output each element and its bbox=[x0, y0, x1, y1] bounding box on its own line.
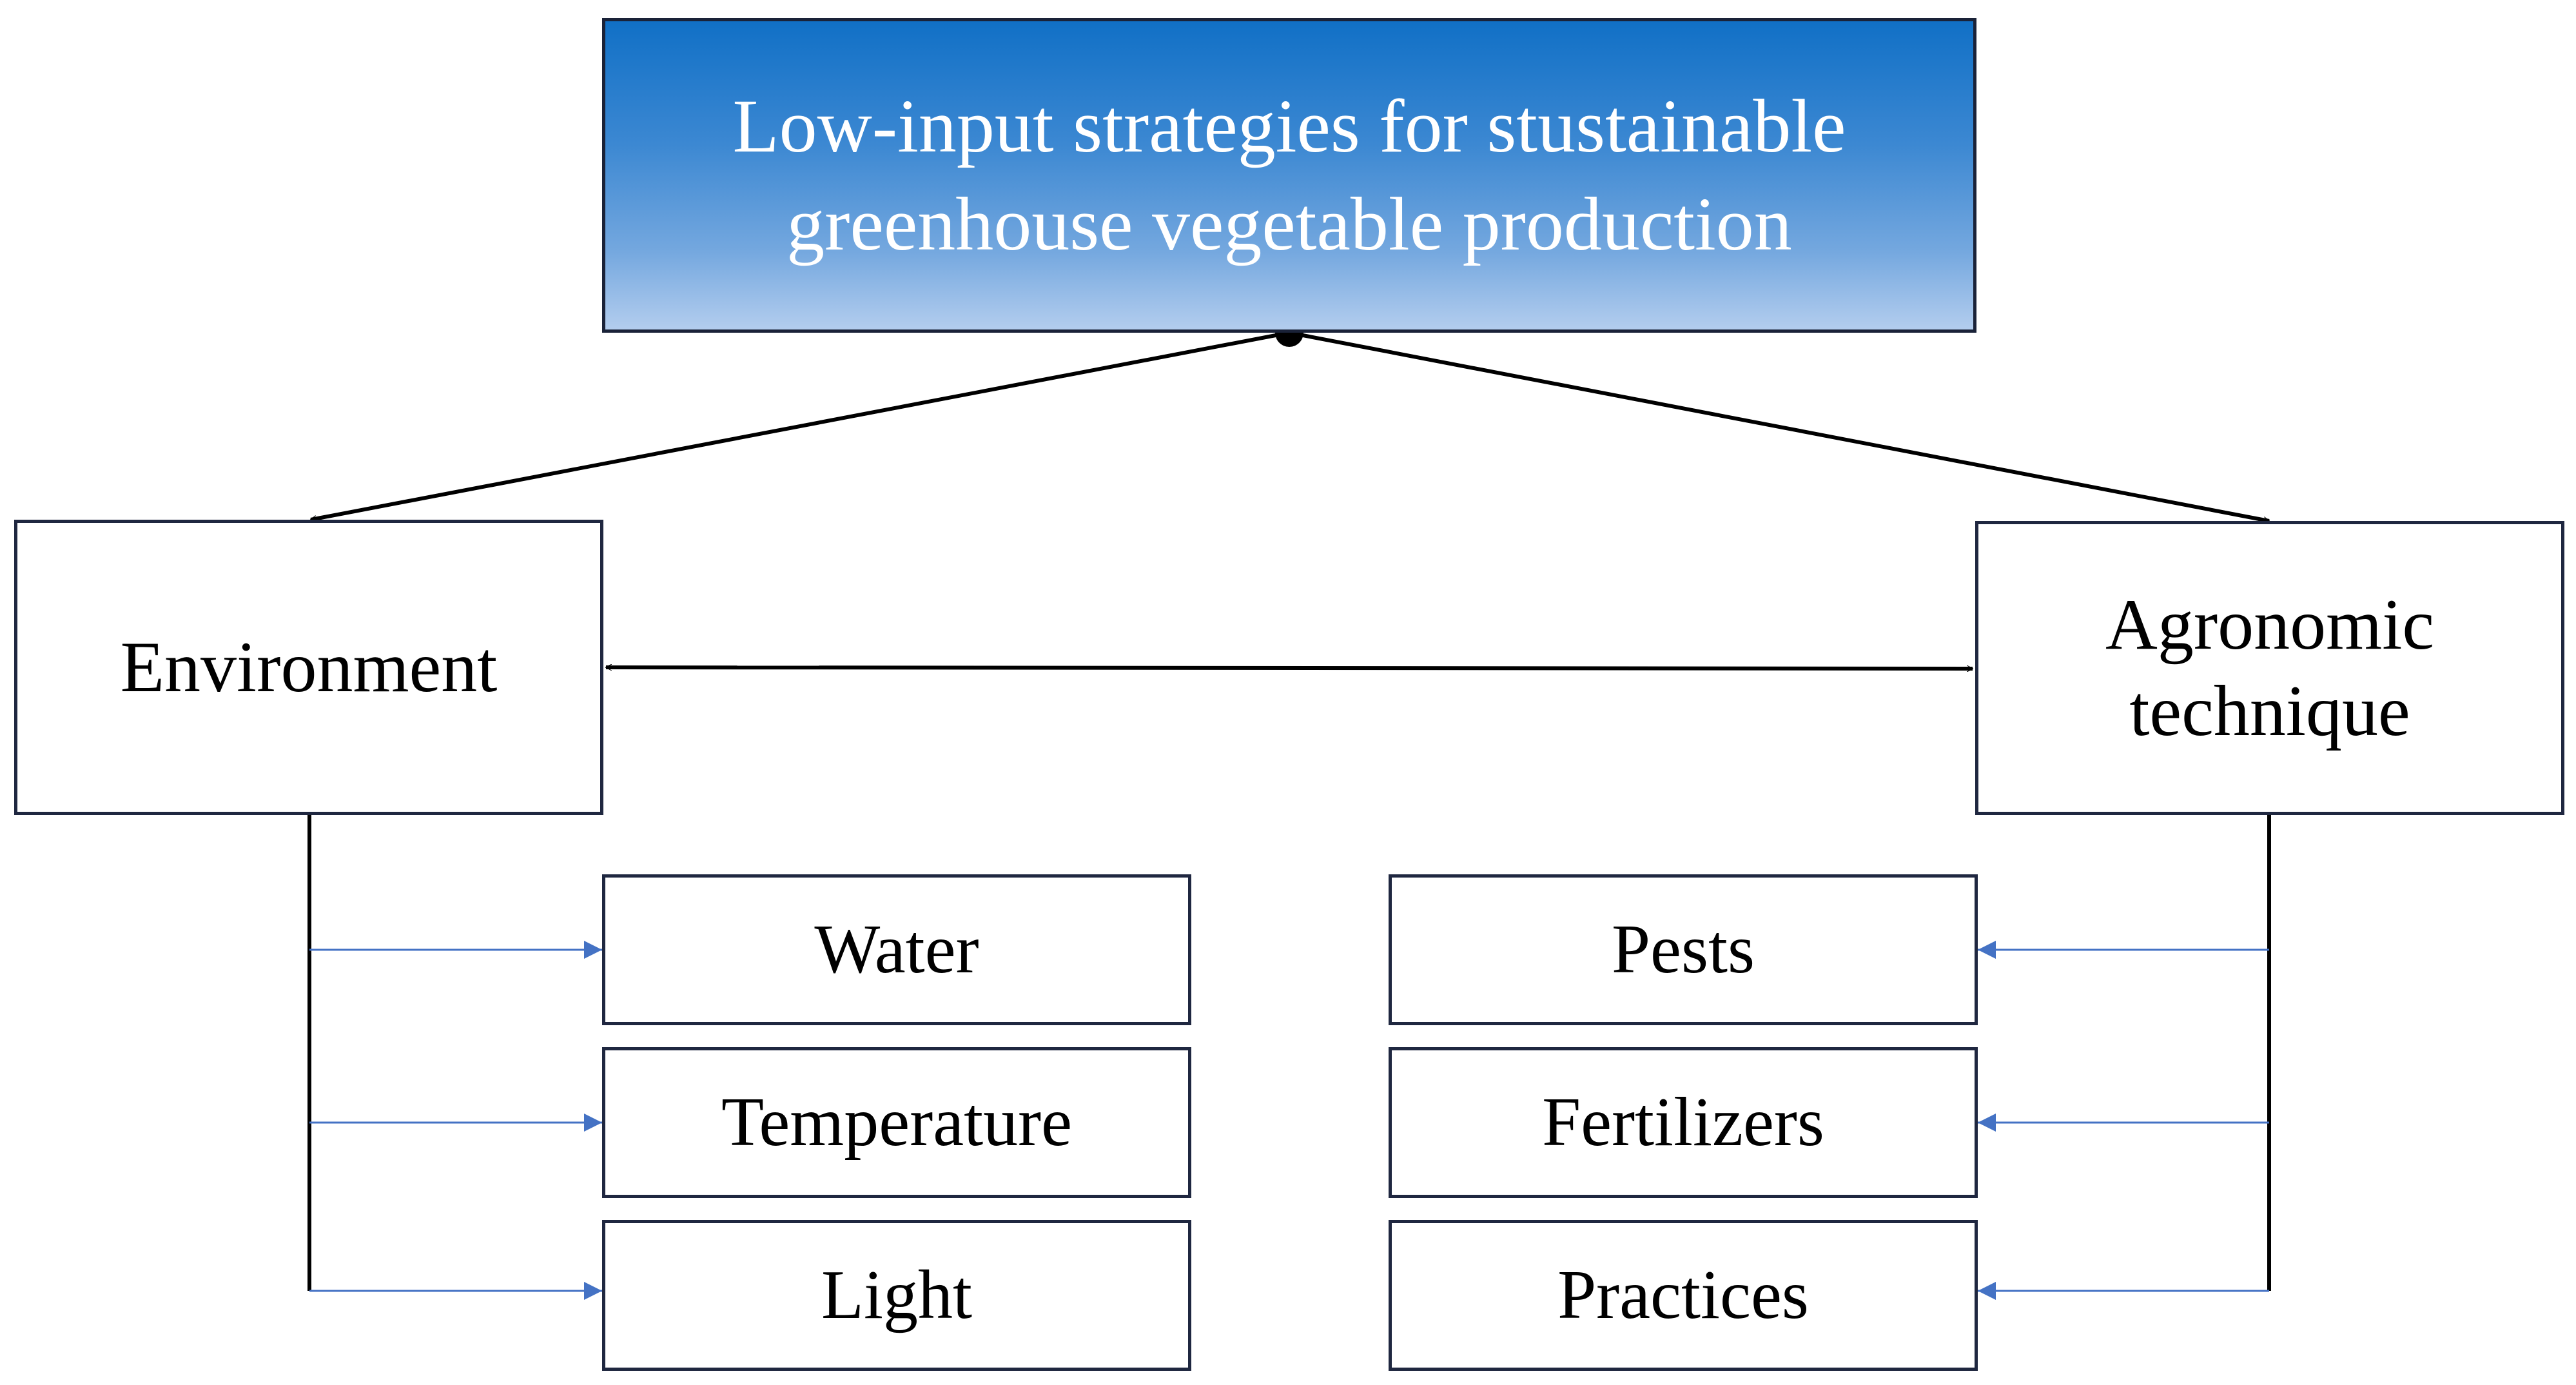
fertilizers-label: Fertilizers bbox=[1542, 1084, 1824, 1161]
agronomic-technique-box: Agronomic technique bbox=[1975, 521, 2564, 815]
pests-box: Pests bbox=[1389, 874, 1978, 1025]
environment-box: Environment bbox=[14, 520, 603, 815]
title-text: Low-input strategies for stustainable gr… bbox=[732, 84, 1846, 266]
temperature-box: Temperature bbox=[602, 1047, 1191, 1198]
practices-label: Practices bbox=[1557, 1257, 1809, 1333]
water-label: Water bbox=[814, 911, 979, 988]
environment-label: Environment bbox=[120, 627, 498, 707]
fertilizers-box: Fertilizers bbox=[1389, 1047, 1978, 1198]
pests-label: Pests bbox=[1611, 911, 1755, 988]
light-box: Light bbox=[602, 1220, 1191, 1371]
environment-agronomic-double-arrow bbox=[606, 667, 1973, 669]
light-label: Light bbox=[821, 1257, 972, 1333]
water-box: Water bbox=[602, 874, 1191, 1025]
arrow-to-agronomic bbox=[1289, 331, 2269, 521]
practices-box: Practices bbox=[1389, 1220, 1978, 1371]
title-box: Low-input strategies for stustainable gr… bbox=[602, 18, 1976, 333]
arrow-to-environment bbox=[311, 331, 1290, 520]
agronomic-technique-label: Agronomic technique bbox=[2105, 585, 2435, 751]
temperature-label: Temperature bbox=[721, 1084, 1073, 1161]
